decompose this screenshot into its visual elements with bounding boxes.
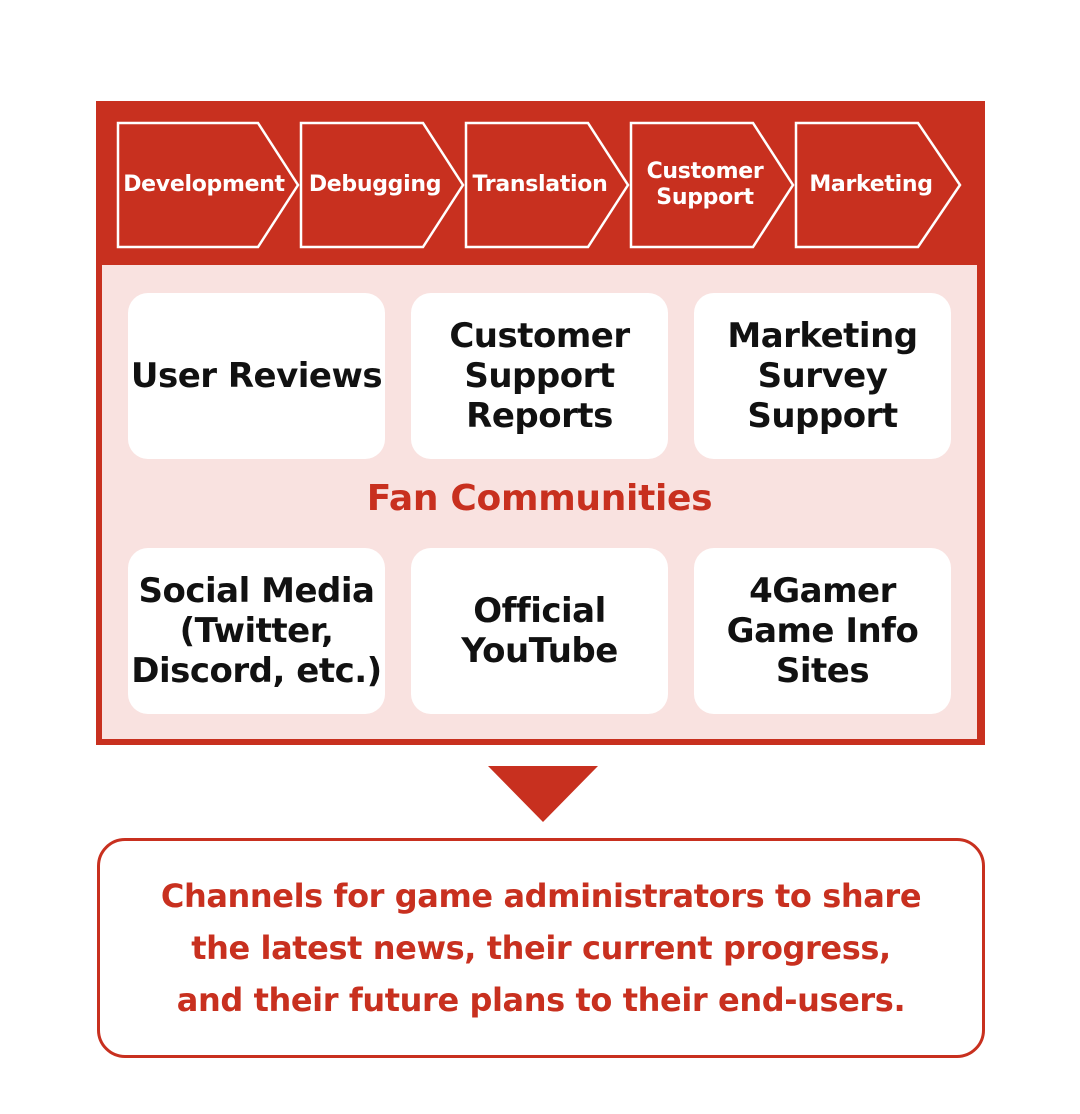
step-label: Translation (472, 172, 608, 197)
result-box: Channels for game administrators to shar… (97, 838, 985, 1058)
chevron-marketing-icon (794, 121, 962, 249)
step-translation: Translation (466, 123, 614, 247)
fan-communities-title: Fan Communities (366, 478, 713, 519)
step-customer-support: Customer Support (631, 123, 779, 247)
card-customer-support-reports: Customer Support Reports (411, 293, 668, 459)
result-text: Channels for game administrators to shar… (160, 877, 922, 1019)
card-4gamer-sites: 4Gamer Game Info Sites (694, 548, 951, 714)
process-frame: Development Debugging Translation Custom… (96, 101, 985, 745)
card-label: 4Gamer Game Info Sites (726, 571, 919, 691)
step-marketing: Marketing (796, 123, 946, 247)
step-label: Development (123, 172, 285, 197)
feedback-panel: User Reviews Customer Support Reports Ma… (102, 265, 977, 739)
down-arrow-icon (488, 766, 598, 822)
step-label: Customer Support (646, 159, 764, 210)
card-social-media: Social Media (Twitter, Discord, etc.) (128, 548, 385, 714)
card-official-youtube: Official YouTube (411, 548, 668, 714)
card-label: Customer Support Reports (449, 316, 630, 436)
step-label: Debugging (308, 172, 442, 197)
step-debugging: Debugging (301, 123, 449, 247)
card-label: Social Media (Twitter, Discord, etc.) (131, 571, 382, 691)
chevron-customer-support-icon (629, 121, 795, 249)
chevron-debugging-icon (299, 121, 465, 249)
step-label: Marketing (809, 172, 933, 197)
process-chevrons (116, 121, 962, 249)
chevron-translation-icon (464, 121, 630, 249)
card-user-reviews: User Reviews (128, 293, 385, 459)
chevron-development-icon (116, 121, 300, 249)
card-label: User Reviews (130, 356, 383, 396)
step-development: Development (118, 123, 290, 247)
card-marketing-survey-support: Marketing Survey Support (694, 293, 951, 459)
card-label: Marketing Survey Support (727, 316, 918, 436)
card-label: Official YouTube (461, 591, 618, 671)
